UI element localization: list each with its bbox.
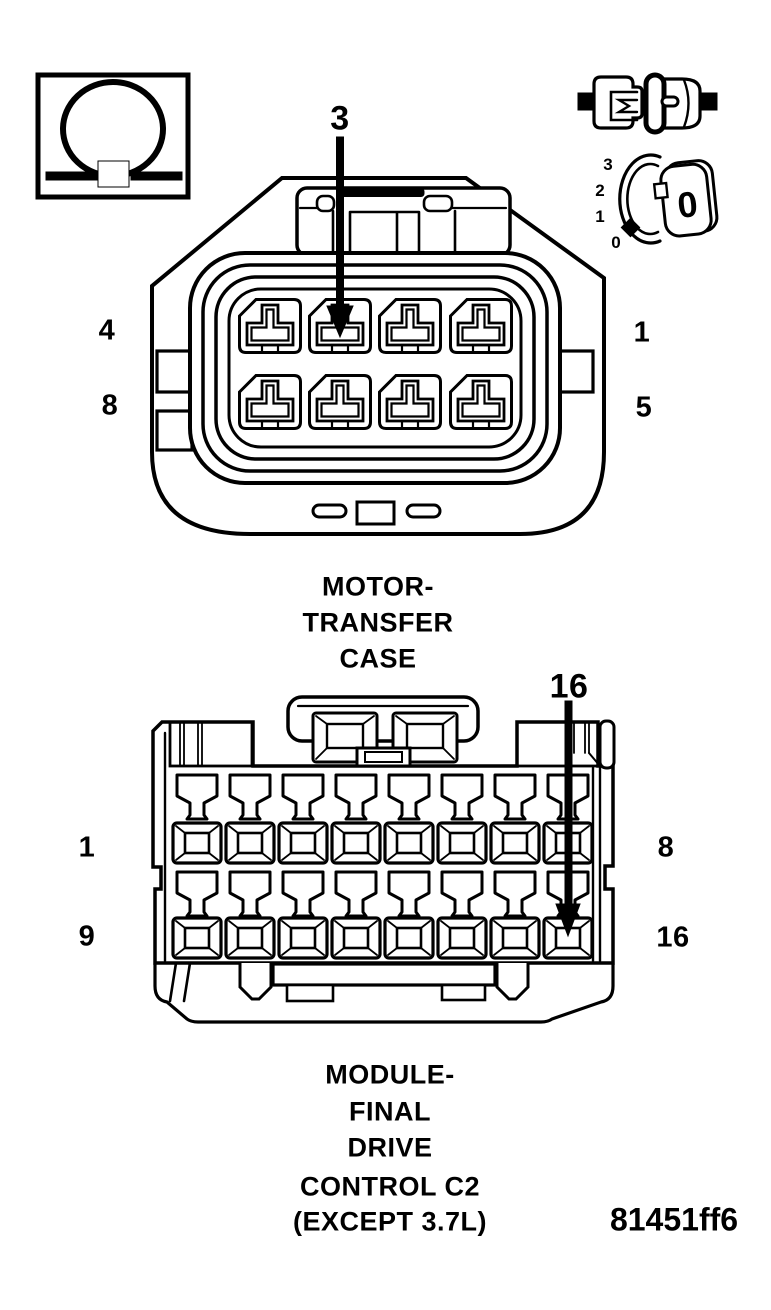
- left-rail-block: [168, 720, 254, 768]
- top-pin-label-left-bottom: 8: [101, 389, 119, 422]
- bottom-pin-label-right-bottom: 16: [656, 921, 690, 954]
- top-pin-label-right-bottom: 5: [635, 391, 653, 424]
- dial-label-1: 1: [595, 207, 604, 226]
- dial-label-3: 3: [603, 155, 612, 174]
- top-pin-label-right-top: 1: [633, 316, 651, 349]
- bottom-caption-line: CONTROL C2: [299, 1171, 481, 1202]
- figure-code: 81451ff6: [609, 1201, 739, 1238]
- right-rail-block: [515, 719, 616, 770]
- top-caption-line: TRANSFER: [302, 607, 454, 638]
- bottom-caption-line: MODULE-: [325, 1059, 455, 1090]
- mated-connector-icon: [577, 72, 718, 135]
- top-callout-pin-label: 3: [330, 99, 350, 138]
- bottom-caption-line: (EXCEPT 3.7L): [292, 1206, 488, 1237]
- top-pin-label-left-top: 4: [98, 314, 116, 347]
- bottom-caption-line: DRIVE: [347, 1132, 433, 1163]
- bottom-skirt: [153, 961, 615, 1024]
- bottom-latch: [286, 695, 480, 768]
- module-final-drive-connector: [151, 695, 616, 1024]
- omega-icon: [35, 72, 191, 200]
- bottom-pin-label-left-top: 1: [78, 831, 96, 864]
- pin16-arrow: [555, 700, 581, 938]
- pin3-arrow: [326, 136, 354, 339]
- dial-label-2: 2: [595, 181, 604, 200]
- key-dial-icon: 0 3 2 1 0: [595, 153, 719, 252]
- key-zero-label: 0: [675, 183, 699, 226]
- bottom-pin-label-left-bottom: 9: [78, 920, 96, 953]
- bottom-pin-label-right-top: 8: [657, 831, 675, 864]
- dial-label-0: 0: [611, 233, 620, 252]
- top-caption-line: CASE: [339, 643, 417, 674]
- top-latch: [295, 186, 512, 257]
- motor-transfer-case-connector: [150, 136, 606, 536]
- bottom-callout-pin-label: 16: [549, 667, 589, 706]
- bottom-caption-line: FINAL: [349, 1096, 431, 1127]
- top-caption-line: MOTOR-: [322, 571, 434, 602]
